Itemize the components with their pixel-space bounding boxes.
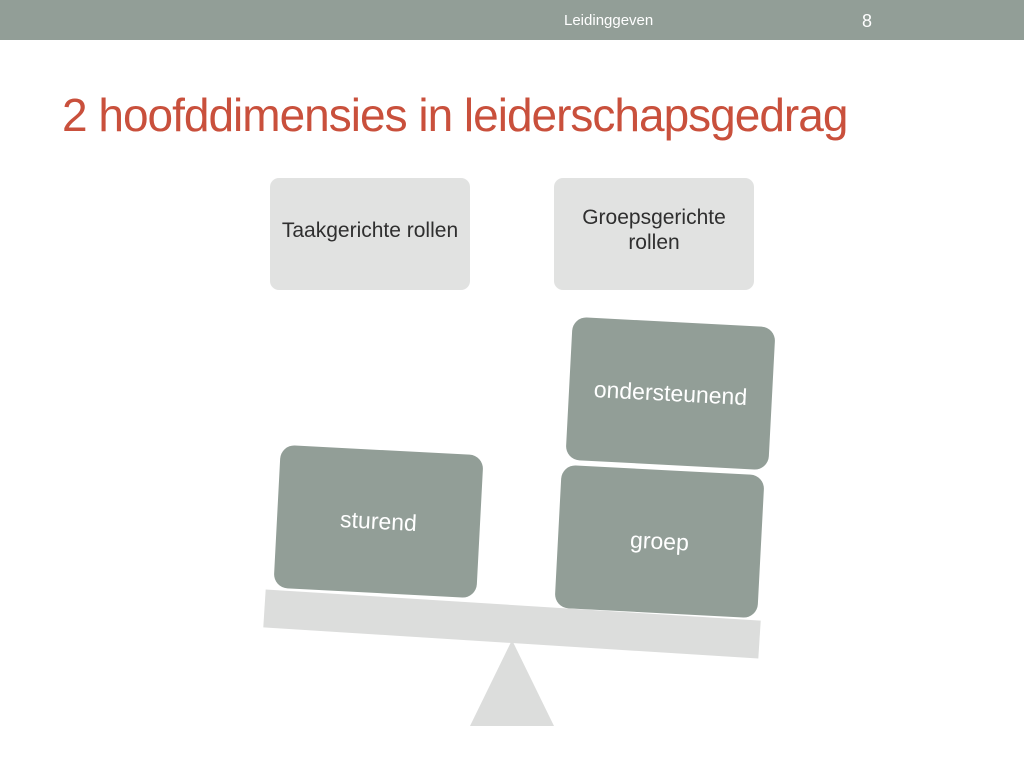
category-label: Groepsgerichte rollen [582,206,726,254]
block-label: ondersteunend [593,376,748,410]
block-label: sturend [339,506,418,536]
category-label: Taakgerichte rollen [281,218,459,242]
block-sturend: sturend [273,444,484,599]
header-bar: Leidinggeven 8 [0,0,1024,40]
category-group-oriented: Groepsgerichte rollen [554,178,754,290]
category-task-oriented: Taakgerichte rollen [270,178,470,290]
block-label: groep [629,526,690,556]
block-ondersteunend: ondersteunend [565,316,776,471]
page-number: 8 [862,11,873,31]
block-groep: groep [554,464,765,619]
slide-title: 2 hoofddimensies in leiderschapsgedrag [62,89,848,141]
seesaw-fulcrum [470,640,554,726]
header-title: Leidinggeven [564,12,654,29]
